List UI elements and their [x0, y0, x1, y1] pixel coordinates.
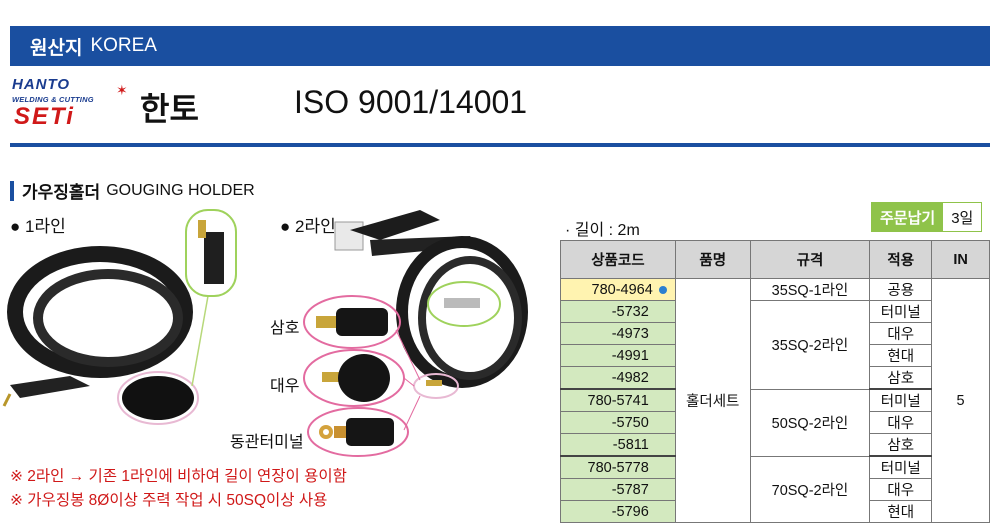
in-value: 5	[931, 278, 990, 523]
col-apply: 적용	[869, 240, 933, 279]
section-title-kr: 가우징홀더	[22, 183, 101, 202]
brand-logo: HANTO ✶ WELDING & CUTTING SETi	[12, 76, 130, 132]
note-gouging: ※ 가우징봉 8Ø이상 주력 작업 시 50SQ이상 사용	[10, 492, 328, 509]
order-lead-time: 주문납기 3일	[871, 202, 983, 232]
product-illustration	[2, 209, 528, 457]
highlight-dot-icon	[658, 285, 667, 294]
product-code: -4982	[560, 366, 676, 390]
table-row: 780-5778 70SQ-2라인 터미널	[560, 455, 990, 523]
apply-value: 현대	[869, 344, 933, 367]
product-code: -5796	[560, 500, 676, 523]
product-code: 780-4964	[560, 278, 676, 301]
col-code: 상품코드	[560, 240, 676, 279]
col-product: 품명	[674, 240, 751, 279]
table-row: -5732 35SQ-2라인 터미널	[560, 300, 990, 390]
table-row: -4982 삼호	[560, 366, 990, 390]
table-row: -5750 대우	[560, 411, 990, 434]
connector-daewoo-image	[303, 349, 405, 407]
product-name: 홀더세트	[674, 278, 751, 523]
section-bar	[10, 180, 14, 201]
product-code: -4991	[560, 344, 676, 367]
product-code: -5732	[560, 300, 676, 323]
iso-cert: ISO 9001/14001	[294, 84, 528, 120]
note-2line: ※ 2라인 → 기존 1라인에 비하여 길이 연장이 용이함	[10, 468, 347, 485]
apply-value: 대우	[869, 478, 933, 501]
connector-terminal-image	[307, 407, 409, 457]
table-header-row: 상품코드 품명 규격 적용 IN	[560, 240, 990, 279]
table-row: -5787 대우	[560, 478, 990, 501]
origin-bar: 원산지 KOREA	[10, 26, 990, 66]
origin-country: KOREA	[90, 35, 157, 56]
spec-value: 35SQ-1라인	[749, 278, 871, 301]
brand-name: 한토	[140, 91, 199, 127]
col-in: IN	[931, 240, 990, 279]
product-code: 780-5778	[560, 455, 676, 479]
apply-value: 터미널	[869, 388, 933, 412]
origin-label: 원산지	[30, 37, 83, 59]
product-code: 780-5741	[560, 388, 676, 412]
header-divider	[10, 143, 990, 147]
table-row: -4973 대우	[560, 322, 990, 345]
connector-samho-image	[303, 295, 401, 349]
apply-value: 현대	[869, 500, 933, 523]
col-spec: 규격	[749, 240, 871, 279]
table-row: -4991 현대	[560, 344, 990, 367]
apply-value: 대우	[869, 411, 933, 434]
order-label: 주문납기	[872, 203, 944, 231]
apply-value: 터미널	[869, 300, 933, 323]
label-daewoo: 대우	[270, 378, 300, 395]
table-row: -5811 삼호	[560, 433, 990, 457]
apply-value: 터미널	[869, 455, 933, 479]
product-code: -5811	[560, 433, 676, 457]
logo-seti: SETi	[14, 103, 75, 130]
order-value: 3일	[943, 203, 982, 231]
section-title: 가우징홀더 GOUGING HOLDER	[10, 178, 255, 203]
spec-value: 35SQ-2라인	[749, 300, 871, 390]
product-code: -4973	[560, 322, 676, 345]
table-row: 780-5741 50SQ-2라인 터미널	[560, 388, 990, 457]
table-row: 780-4964 홀더세트 35SQ-1라인 공용 5	[560, 278, 990, 523]
apply-value: 삼호	[869, 433, 933, 457]
spark-icon: ✶	[116, 82, 128, 98]
logo-hanto: HANTO	[12, 76, 71, 93]
logo-subtitle: WELDING & CUTTING	[12, 95, 94, 104]
product-code: -5750	[560, 411, 676, 434]
variant-1line: ● 1라인	[10, 217, 66, 236]
apply-value: 삼호	[869, 366, 933, 390]
cable-2line-image	[334, 210, 528, 399]
spec-table: 상품코드 품명 규격 적용 IN 780-4964 홀더세트 35SQ-1라인 …	[560, 240, 990, 523]
product-code: -5787	[560, 478, 676, 501]
spec-value: 70SQ-2라인	[749, 455, 871, 523]
table-row: -5796 현대	[560, 500, 990, 523]
apply-value: 공용	[869, 278, 933, 301]
spec-value: 50SQ-2라인	[749, 388, 871, 457]
cable-1line-image	[2, 209, 237, 425]
label-terminal: 동관터미널	[230, 434, 304, 451]
variant-2line: ● 2라인	[280, 217, 336, 236]
cable-length: · 길이 : 2m	[565, 222, 640, 239]
apply-value: 대우	[869, 322, 933, 345]
section-title-en: GOUGING HOLDER	[106, 181, 255, 199]
label-samho: 삼호	[270, 320, 300, 337]
